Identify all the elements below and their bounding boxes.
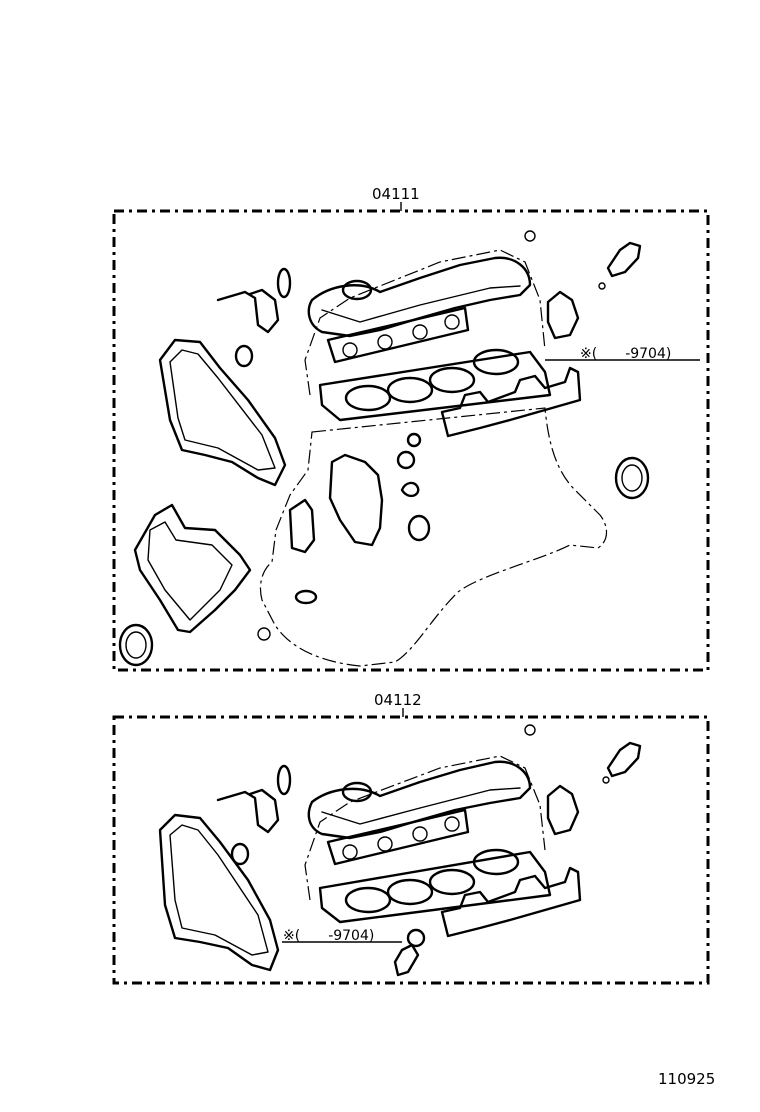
part-number-04111: 04111 (372, 185, 420, 203)
valve-cover-gasket (307, 760, 532, 840)
camshaft-oil-seal (230, 842, 250, 866)
distributor-gasket (546, 784, 580, 836)
thermostat-gasket (288, 498, 316, 554)
o-ring (407, 514, 431, 542)
cylinder-head-gasket (318, 850, 552, 924)
figure-id: 110925 (658, 1070, 715, 1088)
water-pump-gasket (328, 453, 384, 547)
water-outlet-gasket (276, 764, 292, 796)
timing-cover-gasket-lower (133, 503, 252, 634)
cylinder-head-outline (304, 755, 546, 901)
kit-04112: 04112 ※( -9704) (112, 691, 710, 985)
water-inlet-housing (216, 788, 280, 834)
note-9704-upper: ※( -9704) (580, 346, 671, 362)
intake-manifold-gasket (326, 808, 470, 866)
crankshaft-front-oil-seal (614, 456, 650, 500)
timing-cover-gasket (158, 813, 280, 972)
oil-filler-cap-seal (341, 279, 373, 301)
kit-boundary-frame (112, 715, 710, 985)
valve-cover-gasket (307, 256, 532, 338)
kit-04111: 04111 (112, 185, 710, 672)
water-outlet-gasket (276, 267, 292, 299)
exhaust-manifold-gasket (440, 866, 582, 938)
crankshaft-rear-oil-seal (118, 623, 154, 667)
part-number-04112: 04112 (374, 691, 422, 709)
cylinder-head-outline (304, 249, 546, 396)
kit-boundary-frame (112, 209, 710, 672)
spark-plug-tube-seal (606, 241, 642, 278)
engine-block-outline (259, 407, 608, 667)
distributor-o-ring (393, 943, 420, 977)
distributor-gasket (546, 290, 580, 340)
cylinder-head-gasket (318, 350, 552, 422)
camshaft-oil-seal (234, 344, 254, 368)
exhaust-manifold-gasket (440, 366, 582, 438)
timing-cover-gasket-upper (158, 338, 287, 487)
note-9704-lower: ※( -9704) (283, 928, 374, 944)
intake-manifold-gasket (326, 306, 470, 364)
spark-plug-tube-seal (606, 741, 642, 778)
oil-drain-seal (257, 627, 271, 641)
water-inlet-housing (216, 288, 280, 334)
oil-filler-cap-seal (341, 781, 373, 803)
